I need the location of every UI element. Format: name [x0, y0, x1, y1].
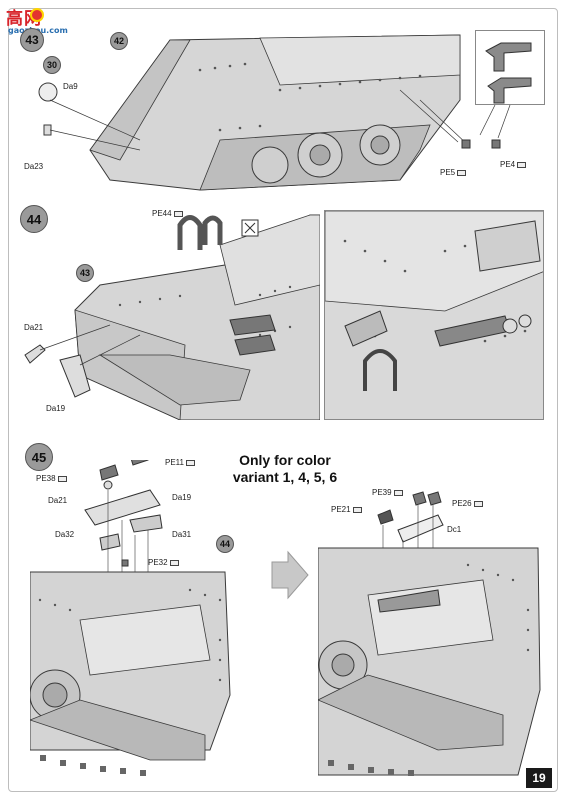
tank-rear-hull-drawing	[24, 214, 320, 420]
label-da21-step45: Da21	[48, 496, 68, 505]
step-44-ref-marker: 44	[216, 535, 234, 553]
pe-detail-inset-top	[475, 30, 545, 105]
step-43-ref-marker: 43	[76, 264, 94, 282]
label-pe11: PE11	[165, 458, 195, 467]
step-45-right-assembly-drawing	[318, 491, 541, 776]
label-pe21: PE21	[331, 505, 362, 514]
photo-etch-icon	[352, 506, 362, 513]
next-arrow-icon	[271, 550, 309, 600]
label-pe26: PE26	[452, 499, 483, 508]
label-da19-step45: Da19	[172, 493, 192, 502]
page-number: 19	[526, 768, 552, 788]
photo-etch-icon	[457, 169, 467, 176]
label-da9: Da9	[63, 82, 78, 91]
label-dc1: Dc1	[447, 525, 462, 534]
step-42-ref-marker: 42	[110, 32, 128, 50]
step-30-ref-marker: 30	[43, 56, 61, 74]
photo-etch-icon	[517, 161, 527, 168]
label-pe4: PE4	[500, 160, 527, 169]
label-pe44: PE44	[152, 209, 183, 218]
photo-etch-icon	[173, 210, 183, 217]
photo-etch-icon	[57, 475, 67, 482]
step-45-left-assembly-drawing	[30, 460, 231, 776]
label-pe32: PE32	[148, 558, 179, 567]
label-da19-step44: Da19	[46, 404, 66, 413]
photo-etch-icon	[473, 500, 483, 507]
note-line-2: variant 1, 4, 5, 6	[232, 469, 338, 485]
step-44-marker: 44	[20, 205, 48, 233]
pe-brackets-icon	[485, 42, 532, 104]
label-pe38: PE38	[36, 474, 67, 483]
tank-front-hull-drawing	[38, 34, 469, 191]
label-da23: Da23	[24, 162, 44, 171]
step-44-detail-inset	[324, 210, 544, 420]
color-variant-note: Only for color variant 1, 4, 5, 6	[210, 452, 360, 486]
label-pe5: PE5	[440, 168, 467, 177]
page-border	[8, 8, 558, 792]
step-45-marker: 45	[25, 443, 53, 471]
pe4-pe5-parts-drawing	[461, 104, 511, 149]
label-da31: Da31	[172, 530, 192, 539]
label-da32: Da32	[55, 530, 75, 539]
photo-etch-icon	[185, 459, 195, 466]
hull-detail-drawing	[325, 211, 543, 419]
label-pe39: PE39	[372, 488, 403, 497]
step-43-top-marker: 43	[20, 28, 44, 52]
watermark-logo-icon	[30, 8, 44, 22]
photo-etch-icon	[169, 559, 179, 566]
label-da21-step44: Da21	[24, 323, 44, 332]
note-line-1: Only for color	[239, 452, 331, 468]
photo-etch-icon	[393, 489, 403, 496]
